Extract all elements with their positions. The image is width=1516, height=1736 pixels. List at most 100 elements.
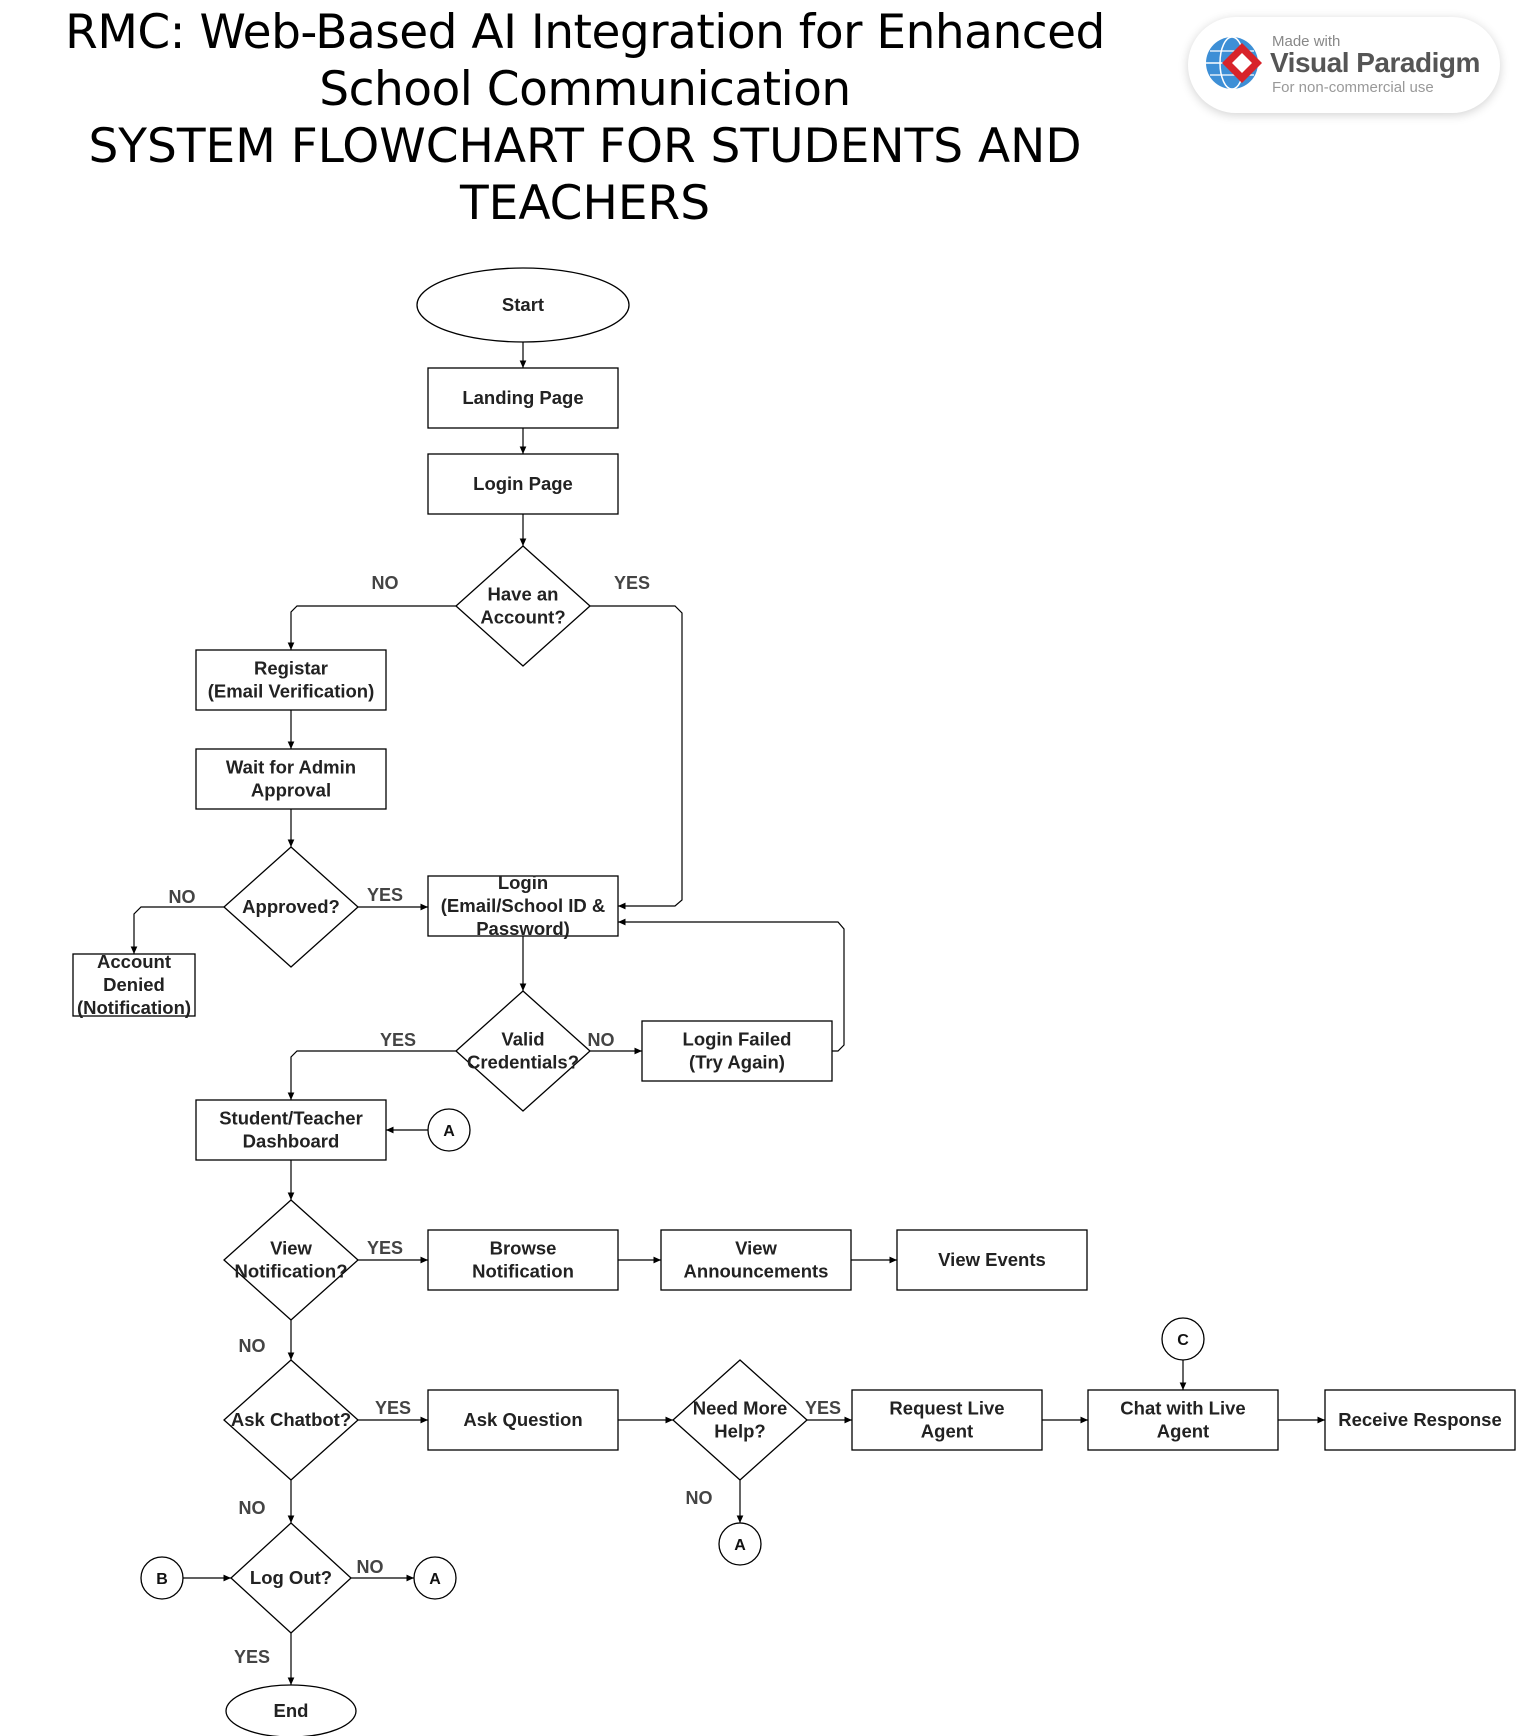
node-label: Announcements [684, 1261, 829, 1282]
connector-circle [140, 1556, 184, 1600]
title-line-4: TEACHERS [459, 176, 711, 231]
decision-diamond [672, 1359, 808, 1481]
process-box [427, 453, 619, 515]
flow-arrow [130, 906, 224, 954]
process-box [427, 1389, 619, 1451]
node-label: Ask Question [463, 1409, 582, 1430]
flowchart-edges [130, 342, 1325, 1685]
process-box [195, 1099, 387, 1161]
node-label: View [735, 1238, 777, 1259]
decision-diamond [455, 990, 591, 1112]
node-label: Request Live [889, 1398, 1004, 1419]
decision-diamond [230, 1522, 352, 1634]
node-landing-page: Landing Page [427, 367, 619, 429]
node-label: Student/Teacher [219, 1108, 363, 1129]
flow-arrow [590, 605, 683, 910]
node-label: Chat with Live [1120, 1398, 1245, 1419]
diagram-title: RMC: Web-Based AI Integration for Enhanc… [40, 4, 1130, 232]
node-label: Browse [490, 1238, 557, 1259]
terminal-ellipse [225, 1684, 357, 1736]
connector-label: A [429, 1571, 441, 1588]
title-line-2: School Communication [319, 62, 851, 117]
node-label: View [270, 1238, 312, 1259]
node-label: Notification? [234, 1261, 347, 1282]
connector-label: C [1177, 1332, 1189, 1349]
process-box [660, 1229, 852, 1291]
node-receive-response: Receive Response [1324, 1389, 1516, 1451]
connector-label: A [734, 1537, 746, 1554]
decision-diamond [223, 1359, 359, 1481]
node-label: Login [498, 872, 548, 893]
connector-a-help: A [718, 1522, 762, 1566]
title-line-1: RMC: Web-Based AI Integration for Enhanc… [65, 5, 1105, 60]
node-label: Login Page [473, 473, 573, 494]
node-label: End [274, 1700, 309, 1721]
edge-label-chatbot-no: NO [239, 1498, 266, 1518]
node-label: (Email Verification) [208, 681, 375, 702]
visual-paradigm-logo-icon [1206, 36, 1262, 90]
process-box [195, 748, 387, 810]
node-start: Start [416, 267, 630, 343]
node-label: (Try Again) [689, 1052, 785, 1073]
node-label: (Email/School ID & [441, 895, 605, 916]
decision-diamond [455, 545, 591, 667]
connector-circle [413, 1556, 457, 1600]
node-label: Approved? [242, 896, 340, 917]
node-label: Ask Chatbot? [231, 1409, 351, 1430]
process-box [896, 1229, 1088, 1291]
node-label: Receive Response [1338, 1409, 1502, 1430]
node-login-credentials: Login(Email/School ID &Password) [427, 872, 619, 939]
connector-circle [718, 1522, 762, 1566]
node-label: (Notification) [77, 997, 191, 1018]
node-label: Registar [254, 658, 328, 679]
node-label: Notification [472, 1261, 574, 1282]
node-label: Account [97, 951, 171, 972]
node-login-failed: Login Failed(Try Again) [641, 1020, 833, 1082]
node-label: Credentials? [467, 1052, 579, 1073]
edge-label-notif-no: NO [239, 1336, 266, 1356]
process-box [1087, 1389, 1279, 1451]
flow-arrow [287, 1050, 456, 1100]
process-box [427, 367, 619, 429]
edge-label-valid-no: NO [588, 1030, 615, 1050]
node-label: Start [502, 294, 544, 315]
edge-label-logout-no: NO [357, 1557, 384, 1577]
node-approved: Approved? [223, 846, 359, 968]
process-box [195, 649, 387, 711]
watermark-made-with: Made with [1272, 33, 1341, 50]
title-line-3: SYSTEM FLOWCHART FOR STUDENTS AND [88, 119, 1082, 174]
node-label: Have an [488, 584, 559, 605]
process-box [72, 953, 196, 1017]
node-label: Wait for Admin [226, 757, 356, 778]
node-label: Log Out? [250, 1567, 332, 1588]
process-box [1324, 1389, 1516, 1451]
edge-label-approved-yes: YES [367, 885, 403, 905]
node-label: Valid [501, 1029, 544, 1050]
connector-circle [1161, 1317, 1205, 1361]
node-register: Registar(Email Verification) [195, 649, 387, 711]
node-label: Denied [103, 974, 165, 995]
node-login-page: Login Page [427, 453, 619, 515]
connector-c-chat: C [1161, 1317, 1205, 1361]
process-box [641, 1020, 833, 1082]
node-label: Dashboard [243, 1131, 340, 1152]
process-box [851, 1389, 1043, 1451]
connector-b-logout: B [140, 1556, 184, 1600]
node-log-out: Log Out? [230, 1522, 352, 1634]
node-label: Help? [714, 1421, 765, 1442]
edge-label-help-yes: YES [805, 1398, 841, 1418]
flow-arrow [618, 918, 845, 1052]
node-label: Password) [476, 918, 570, 939]
edge-label-approved-no: NO [169, 887, 196, 907]
node-view-events: View Events [896, 1229, 1088, 1291]
connector-label: B [156, 1571, 168, 1588]
